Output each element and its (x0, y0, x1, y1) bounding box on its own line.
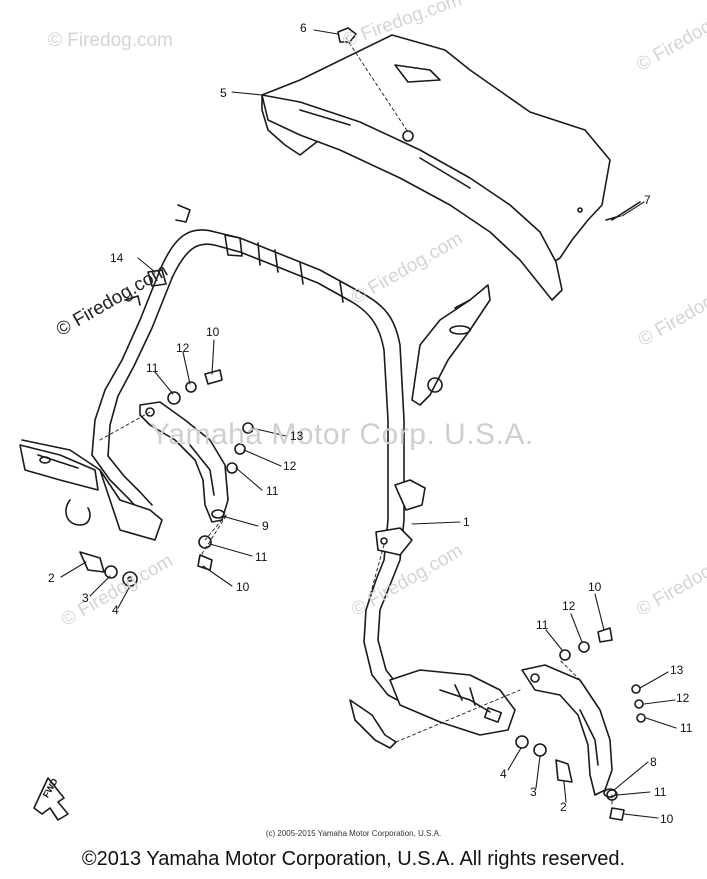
alignment-lines (99, 37, 613, 806)
callout-12: 12 (283, 459, 297, 473)
callout-11: 11 (266, 484, 279, 498)
callout-2: 2 (48, 571, 55, 585)
callout-11: 11 (255, 550, 268, 564)
watermark: © Firedog.com (48, 30, 173, 51)
right-fasteners (337, 27, 646, 821)
callout-13: 13 (670, 663, 684, 677)
tube-clip (375, 479, 426, 556)
callout-14: 14 (110, 251, 124, 265)
footer-copyright: ©2013 Yamaha Motor Corporation, U.S.A. A… (81, 848, 626, 870)
callout-11: 11 (680, 721, 693, 735)
right-plate (411, 284, 491, 406)
foot-plate (389, 669, 516, 736)
callout-12: 12 (562, 599, 576, 613)
callout-9: 9 (262, 519, 269, 533)
callout-10: 10 (206, 325, 220, 339)
callout-11: 11 (146, 361, 159, 375)
callout-4: 4 (500, 767, 507, 781)
small-copyright: (c) 2005-2015 Yamaha Motor Corporation, … (265, 829, 442, 838)
callout-7: 7 (644, 193, 651, 207)
callout-1: 1 (463, 515, 470, 529)
callout-11: 11 (654, 785, 667, 799)
callout-8: 8 (650, 755, 657, 769)
callout-10: 10 (588, 580, 602, 594)
callout-10: 10 (660, 812, 674, 826)
callout-3: 3 (530, 785, 537, 799)
left-mount-bracket-9 (139, 401, 229, 523)
left-bracket (19, 439, 163, 541)
callout-12: 12 (176, 341, 190, 355)
watermark-center: Yamaha Motor Corp. U.S.A. (150, 418, 534, 451)
callout-4: 4 (112, 603, 119, 617)
left-fasteners (79, 269, 254, 587)
callout-13: 13 (290, 429, 304, 443)
leader-lines (60, 29, 677, 819)
callout-11: 11 (536, 618, 549, 632)
callout-10: 10 (236, 580, 250, 594)
callout-5: 5 (220, 86, 227, 100)
fwd-arrow (33, 777, 69, 821)
callout-12: 12 (676, 691, 690, 705)
callout-2: 2 (560, 800, 567, 814)
callout-6: 6 (300, 21, 307, 35)
cover-plate (261, 34, 611, 301)
callout-3: 3 (82, 591, 89, 605)
frame-tube (91, 204, 431, 713)
